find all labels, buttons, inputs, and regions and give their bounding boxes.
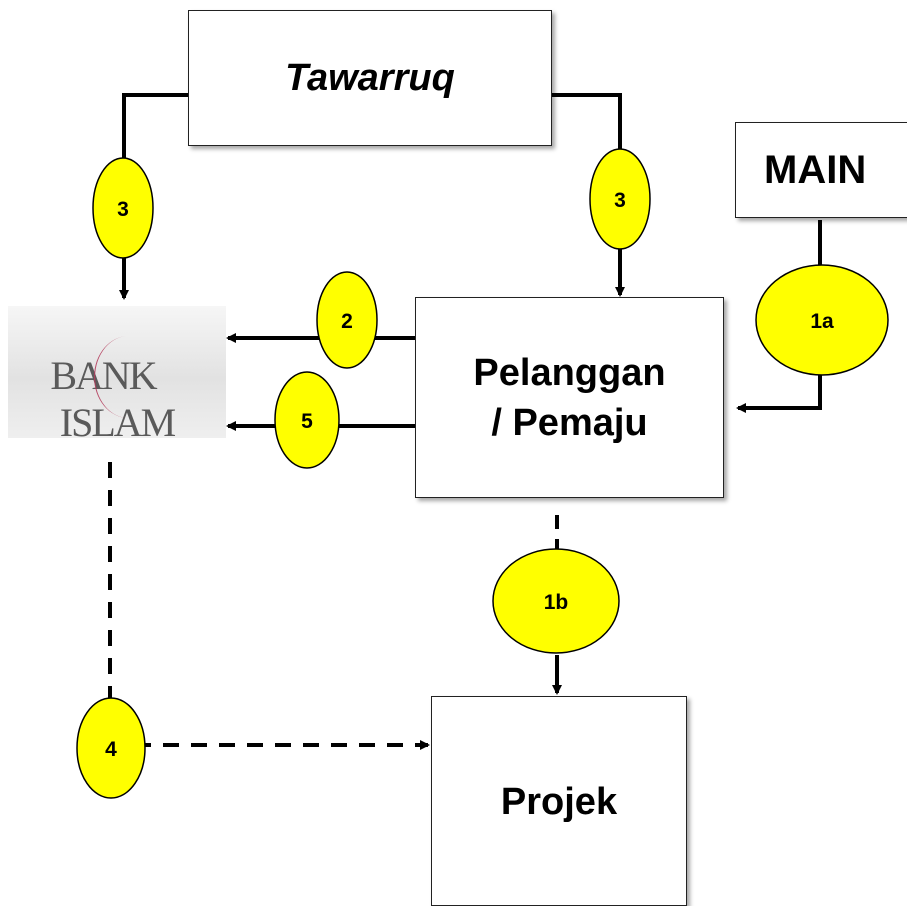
crescent-icon <box>94 336 132 419</box>
step-label-2: 2 <box>341 310 353 333</box>
node-main-label: MAIN <box>764 147 867 192</box>
step-bubble-3-right: 3 <box>589 148 651 250</box>
logo-text-right: ISLAM <box>59 400 176 445</box>
step-label-5: 5 <box>301 410 313 433</box>
node-pelanggan-label-line2: / Pemaju <box>491 401 648 444</box>
node-tawarruq: Tawarruq <box>188 10 552 146</box>
step-bubble-2: 2 <box>316 271 378 369</box>
node-projek-label: Projek <box>500 781 618 823</box>
step-bubble-4: 4 <box>76 697 146 799</box>
node-pelanggan: Pelanggan / Pemaju <box>415 297 724 498</box>
step-label-1a: 1a <box>810 310 834 333</box>
connector-bank-to-projek-dashed <box>108 462 430 750</box>
logo-text-left: BANK <box>50 353 157 398</box>
step-label-1b: 1b <box>544 591 569 614</box>
step-bubble-3-left: 3 <box>92 157 154 259</box>
node-tawarruq-label: Tawarruq <box>285 56 455 99</box>
node-pelanggan-label-line1: Pelanggan <box>473 351 666 394</box>
step-bubble-1b: 1b <box>492 548 620 654</box>
step-label-4: 4 <box>105 738 117 761</box>
node-main: MAIN <box>735 122 907 218</box>
step-bubble-1a: 1a <box>755 264 889 376</box>
step-bubble-5: 5 <box>274 371 340 469</box>
step-label-3-left: 3 <box>117 198 129 221</box>
node-projek: Projek <box>431 696 687 906</box>
bank-islam-logo: BANKISLAM <box>8 306 226 445</box>
step-label-3-right: 3 <box>614 189 626 212</box>
bank-islam-logo-text: BANKISLAM <box>8 352 226 446</box>
